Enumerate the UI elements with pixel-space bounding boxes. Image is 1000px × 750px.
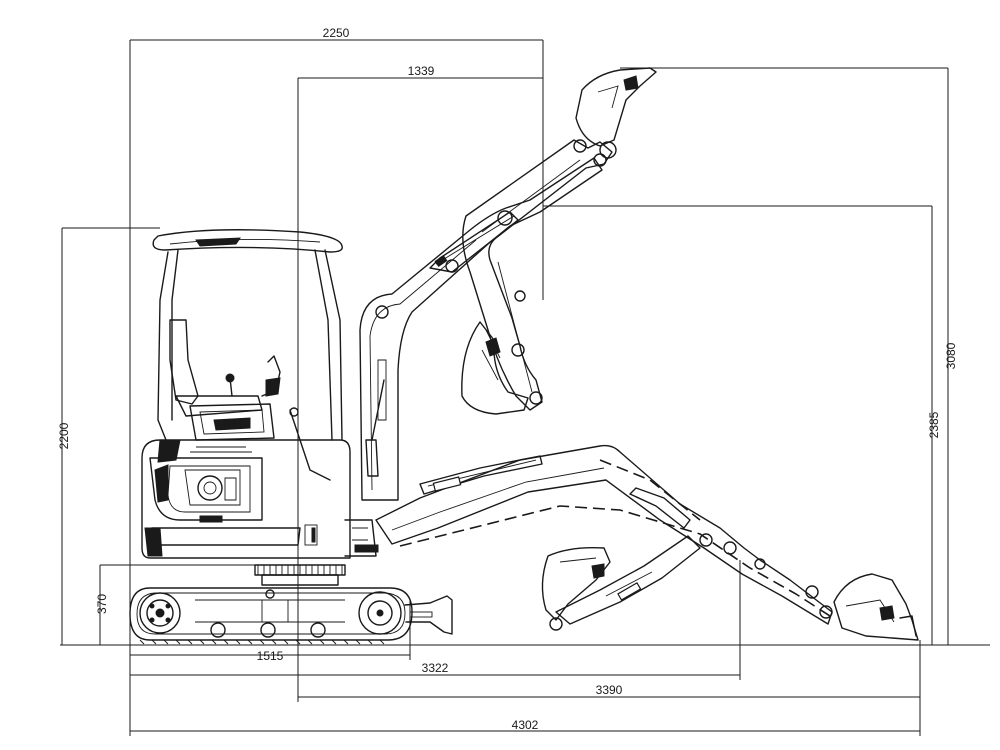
swing-bearing (254, 564, 346, 586)
dim-label-max-dump-height: 2385 (927, 411, 941, 438)
canopy-rops (152, 229, 343, 481)
dimension-labels: 2250 1339 3080 2385 2200 370 1515 3322 3… (57, 26, 958, 732)
dim-label-bucket-reach: 3390 (596, 683, 623, 697)
dim-label-overall-length: 4302 (512, 718, 539, 732)
upper-structure (141, 439, 379, 559)
dim-label-swing-radius: 2250 (323, 26, 350, 40)
dim-label-blade-height: 370 (95, 594, 109, 614)
dim-label-max-dig-height: 3080 (944, 342, 958, 369)
boom-extended (375, 444, 919, 641)
dim-label-dig-reach: 3322 (422, 661, 449, 675)
dim-label-machine-height: 2200 (57, 422, 71, 449)
dim-label-track-length: 1515 (257, 649, 284, 663)
dimension-lines (60, 39, 990, 736)
dim-label-min-swing-radius: 1339 (408, 64, 435, 78)
track-undercarriage (129, 587, 453, 645)
boom-raised (359, 67, 657, 501)
